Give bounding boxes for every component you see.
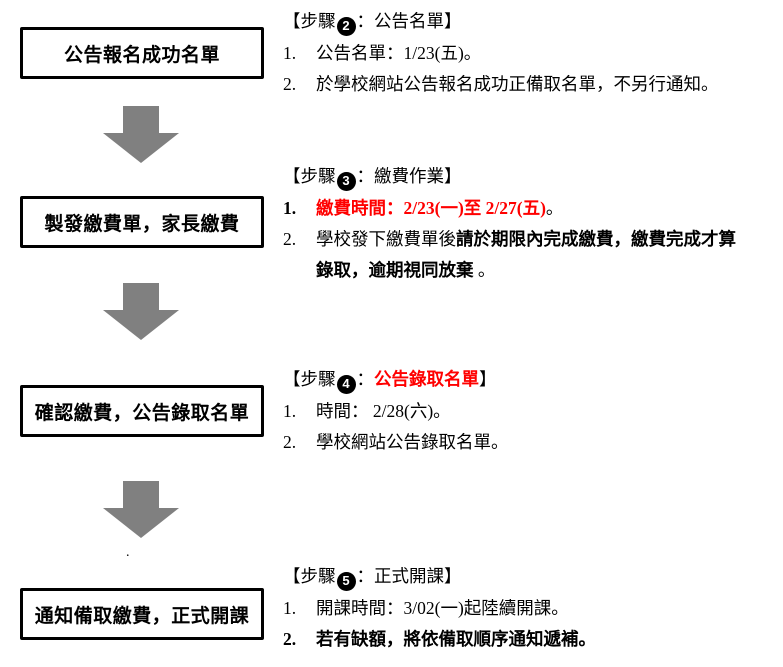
- step-list-item: 2. 於學校網站公告報名成功正備取名單，不另行通知。: [283, 69, 761, 100]
- text-segment: 請於期限內完成繳費，繳費完成才算錄取，逾期視同放棄: [316, 229, 736, 280]
- text-segment: 公告名單：1/23(五)。: [316, 43, 482, 63]
- arrow-head: [103, 508, 179, 538]
- header-bracket: 】: [444, 566, 462, 586]
- header-bracket: 】: [444, 11, 462, 31]
- item-text: 於學校網站公告報名成功正備取名單，不另行通知。: [316, 69, 748, 100]
- step-title: 繳費作業: [374, 166, 444, 186]
- arrow-head: [103, 310, 179, 340]
- arrow-shaft: [123, 481, 159, 508]
- text-segment: 學校發下繳費單後: [316, 229, 456, 249]
- down-arrow-icon: [103, 283, 179, 340]
- step-list-item: 1. 時間： 2/28(六)。: [283, 396, 761, 427]
- item-number: 1.: [283, 598, 297, 618]
- step-list-item: 1. 繳費時間：2/23(一)至 2/27(五)。: [283, 193, 761, 224]
- header-bracket: 】: [479, 369, 497, 389]
- item-number: 2.: [283, 74, 297, 94]
- step-item-list: 1. 開課時間：3/02(一)起陸續開課。 2. 若有缺額，將依備取順序通知遞補。: [283, 593, 761, 655]
- item-text: 繳費時間：2/23(一)至 2/27(五)。: [316, 193, 748, 224]
- item-text: 時間： 2/28(六)。: [316, 396, 748, 427]
- header-bracket: 【步驟: [283, 166, 336, 186]
- item-text: 若有缺額，將依備取順序通知遞補。: [316, 624, 748, 655]
- item-text: 學校發下繳費單後請於期限內完成繳費，繳費完成才算錄取，逾期視同放棄 。: [316, 224, 748, 286]
- text-segment: 於學校網站公告報名成功正備取名單，不另行通知。: [316, 74, 719, 94]
- step-number-badge: 2: [336, 16, 356, 36]
- step-list-item: 2. 學校網站公告錄取名單。: [283, 427, 761, 458]
- arrow-shaft: [123, 106, 159, 133]
- step-number-badge: 3: [336, 171, 356, 191]
- highlighted-text: 繳費時間：2/23(一)至 2/27(五): [316, 198, 546, 218]
- step-number-badge: 4: [336, 374, 356, 394]
- flow-box-step-5: 通知備取繳費，正式開課: [20, 588, 264, 640]
- step-title: 公告名單: [374, 11, 444, 31]
- header-separator: ：: [356, 11, 375, 31]
- flow-box-step-4: 確認繳費，公告錄取名單: [20, 385, 264, 437]
- flow-box-step-3: 製發繳費單，家長繳費: [20, 196, 264, 248]
- header-separator: ：: [356, 166, 375, 186]
- item-number: 1.: [283, 43, 297, 63]
- text-segment: 學校網站公告錄取名單。: [316, 432, 509, 452]
- step-number-badge: 5: [336, 571, 356, 591]
- step-item-list: 1.繳費時間：2/23(一)至 2/27(五)。2.學校發下繳費單後請於期限內完…: [283, 193, 761, 286]
- item-text: 開課時間：3/02(一)起陸續開課。: [316, 593, 748, 624]
- step-title: 公告錄取名單: [374, 369, 479, 389]
- step-list-item: 2. 若有缺額，將依備取順序通知遞補。: [283, 624, 761, 655]
- header-separator: ：: [356, 369, 375, 389]
- text-segment: 。: [545, 198, 564, 218]
- text-segment: 時間： 2/28(六)。: [316, 401, 451, 421]
- step-item-list: 1. 時間： 2/28(六)。 2. 學校網站公告錄取名單。: [283, 396, 761, 458]
- step-list-item: 1. 公告名單：1/23(五)。: [283, 38, 761, 69]
- flow-box-label: 公告報名成功名單: [63, 44, 220, 66]
- down-arrow-icon: [103, 481, 179, 538]
- down-arrow-icon: [103, 106, 179, 163]
- flow-box-step-2: 公告報名成功名單: [20, 27, 264, 79]
- step-list-item: 1. 開課時間：3/02(一)起陸續開課。: [283, 593, 761, 624]
- item-text: 學校網站公告錄取名單。: [316, 427, 748, 458]
- item-number: 1.: [283, 401, 297, 421]
- header-bracket: 【步驟: [283, 11, 336, 31]
- header-bracket: 【步驟: [283, 566, 336, 586]
- item-text: 公告名單：1/23(五)。: [316, 38, 748, 69]
- item-number: 1.: [283, 198, 297, 218]
- step-list-item: 2. 學校發下繳費單後請於期限內完成繳費，繳費完成才算錄取，逾期視同放棄 。: [283, 224, 761, 286]
- flow-box-label: 確認繳費，公告錄取名單: [34, 402, 250, 424]
- item-number: 2.: [283, 629, 297, 649]
- flow-box-label: 通知備取繳費，正式開課: [34, 605, 250, 627]
- arrow-head: [103, 133, 179, 163]
- item-number: 2.: [283, 432, 297, 452]
- text-segment: 開課時間：3/02(一)起陸續開課。: [316, 598, 569, 618]
- header-separator: ：: [356, 566, 375, 586]
- step-title: 正式開課: [374, 566, 444, 586]
- text-segment: 若有缺額，將依備取順序通知遞補。: [316, 629, 596, 649]
- item-number: 2.: [283, 229, 297, 249]
- flow-box-label: 製發繳費單，家長繳費: [44, 213, 240, 235]
- header-bracket: 】: [444, 166, 462, 186]
- arrow-shaft: [123, 283, 159, 310]
- step-item-list: 1. 公告名單：1/23(五)。 2. 於學校網站公告報名成功正備取名單，不另行通知。: [283, 38, 761, 100]
- header-bracket: 【步驟: [283, 369, 336, 389]
- text-segment: 。: [473, 260, 496, 280]
- stray-period: .: [126, 545, 130, 560]
